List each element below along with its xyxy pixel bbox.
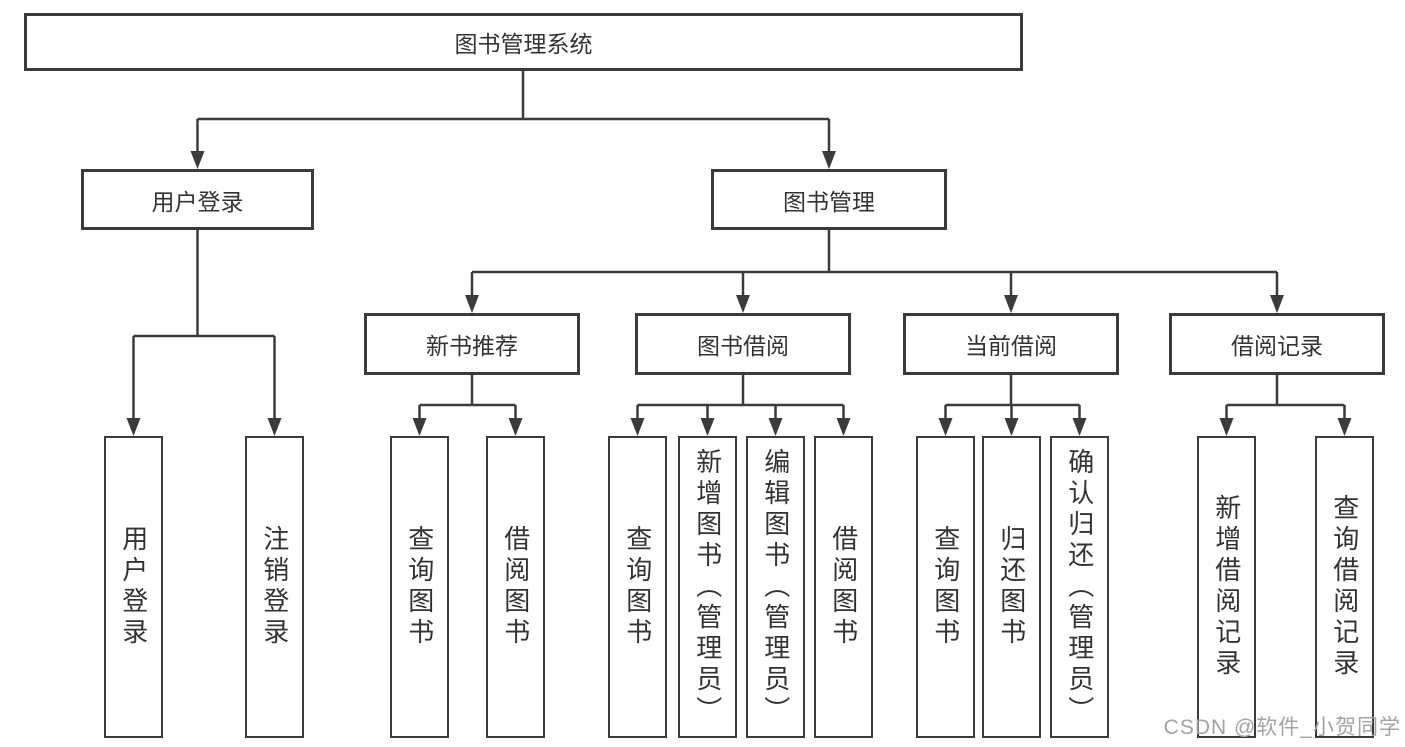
node-label: 编辑图书（管理员） — [760, 447, 791, 727]
node-book-borrow: 图书借阅 — [635, 313, 851, 375]
csdn-watermark: CSDN @软件_小贺同学 — [1163, 716, 1401, 739]
leaf-borrow-edit-book-admin: 编辑图书（管理员） — [746, 436, 805, 738]
arrowhead-icon — [630, 418, 645, 436]
leaf-record-add-borrow-record: 新增借阅记录 — [1197, 436, 1256, 738]
leaf-borrow-borrow-book: 借阅图书 — [814, 436, 873, 738]
connector-path — [132, 230, 276, 421]
node-label: 当前借阅 — [965, 333, 1057, 359]
arrowhead-icon — [465, 295, 479, 313]
node-library-management-system: 图书管理系统 — [24, 13, 1023, 71]
node-label: 新书推荐 — [426, 333, 518, 359]
node-book-management: 图书管理 — [711, 169, 947, 230]
arrowhead-icon — [190, 151, 205, 169]
leaf-borrow-query-book: 查询图书 — [608, 436, 667, 738]
leaf-current-query-book: 查询图书 — [916, 436, 975, 738]
arrowhead-icon — [736, 295, 750, 313]
node-label: 查询图书 — [404, 525, 435, 649]
node-user-login: 用户登录 — [81, 169, 314, 230]
node-current-borrow: 当前借阅 — [903, 313, 1119, 375]
connector-path — [1225, 375, 1346, 421]
arrowhead-icon — [126, 418, 141, 436]
arrowhead-icon — [822, 151, 836, 169]
leaf-current-confirm-return-admin: 确认归还（管理员） — [1050, 436, 1109, 738]
connector-path — [196, 71, 831, 154]
leaf-recommend-borrow-book: 借阅图书 — [486, 436, 545, 738]
connector-path — [636, 375, 845, 421]
node-label: 新增借阅记录 — [1211, 494, 1242, 680]
node-label: 借阅图书 — [828, 525, 859, 649]
node-label: 图书管理系统 — [454, 31, 593, 57]
node-label: 查询图书 — [930, 525, 961, 649]
leaf-user-login: 用户登录 — [104, 436, 163, 738]
node-label: 注销登录 — [259, 525, 290, 649]
node-label: 查询借阅记录 — [1329, 494, 1360, 680]
arrowhead-icon — [1072, 418, 1087, 436]
arrowhead-icon — [412, 418, 427, 436]
arrowhead-icon — [1004, 418, 1019, 436]
connector-path — [418, 375, 517, 421]
arrowhead-icon — [267, 418, 282, 436]
arrowhead-icon — [836, 418, 851, 436]
arrowhead-icon — [938, 418, 953, 436]
arrowhead-icon — [768, 418, 783, 436]
connector-path — [470, 230, 1279, 298]
arrowhead-icon — [1004, 295, 1018, 313]
node-label: 查询图书 — [622, 525, 653, 649]
arrowhead-icon — [1270, 295, 1284, 313]
node-label: 归还图书 — [996, 525, 1027, 649]
node-new-book-recommend: 新书推荐 — [364, 313, 580, 375]
arrowhead-icon — [508, 418, 523, 436]
node-label: 新增图书（管理员） — [692, 447, 723, 727]
leaf-logout: 注销登录 — [245, 436, 304, 738]
node-borrow-record: 借阅记录 — [1169, 313, 1385, 375]
node-label: 图书管理 — [783, 188, 875, 215]
node-label: 确认归还（管理员） — [1064, 447, 1095, 727]
arrowhead-icon — [1219, 418, 1234, 436]
node-label: 借阅记录 — [1231, 333, 1323, 359]
node-label: 用户登录 — [151, 188, 244, 215]
node-label: 用户登录 — [118, 525, 149, 649]
node-label: 图书借阅 — [697, 333, 789, 359]
leaf-current-return-book: 归还图书 — [982, 436, 1041, 738]
leaf-recommend-query-book: 查询图书 — [390, 436, 449, 738]
node-label: 借阅图书 — [500, 525, 531, 649]
arrowhead-icon — [1337, 418, 1352, 436]
arrowhead-icon — [700, 418, 715, 436]
connector-path — [944, 375, 1081, 421]
leaf-record-query-borrow-record: 查询借阅记录 — [1315, 436, 1374, 738]
leaf-borrow-add-book-admin: 新增图书（管理员） — [678, 436, 737, 738]
